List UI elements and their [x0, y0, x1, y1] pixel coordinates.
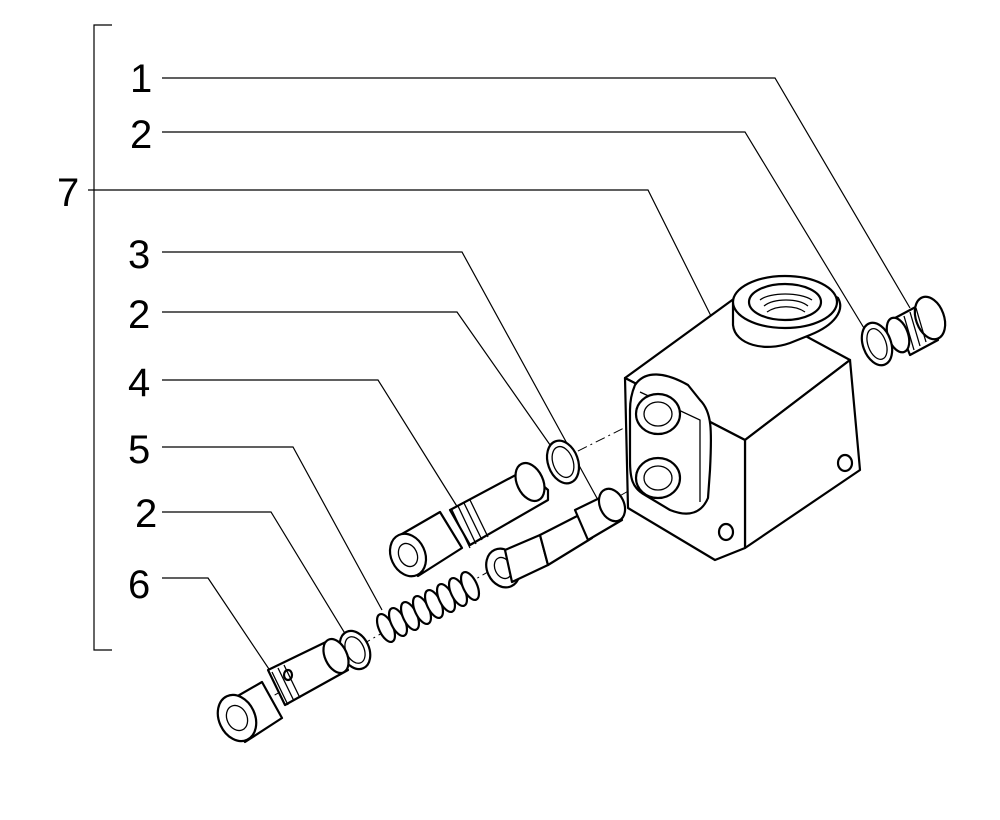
leader-6 [162, 577, 284, 691]
leader-7 [88, 189, 713, 319]
seal-ring-icon [545, 439, 581, 485]
leader-1 [162, 77, 911, 309]
callout-2-port-seal: 2 [128, 293, 150, 337]
callout-2-fitting-seal: 2 [135, 492, 157, 536]
leader-2-fitting-seal [162, 511, 353, 646]
callout-3: 3 [128, 233, 150, 277]
leader-2-plug-seal [162, 131, 871, 339]
spring-icon [375, 570, 481, 644]
leader-4 [162, 379, 459, 509]
seal-ring-icon [860, 321, 894, 367]
adapter-fitting-icon [388, 461, 550, 578]
seal-ring-inner-icon [551, 445, 575, 479]
callout-2-plug-seal: 2 [130, 113, 152, 157]
leader-2-port-seal [162, 311, 556, 453]
leader-5 [162, 446, 383, 611]
callout-1: 1 [130, 57, 152, 101]
valve-body-icon [623, 274, 862, 562]
plug-icon [885, 295, 947, 357]
valve-spool-icon [485, 487, 627, 589]
banjo-fitting-icon [216, 637, 350, 744]
callout-4: 4 [128, 361, 150, 405]
leader-3 [162, 251, 599, 501]
seal-ring-inner-icon [866, 328, 888, 360]
assembly-bracket [93, 24, 112, 651]
callout-6: 6 [128, 563, 150, 607]
callout-7: 7 [57, 171, 79, 215]
callout-5: 5 [128, 428, 150, 472]
